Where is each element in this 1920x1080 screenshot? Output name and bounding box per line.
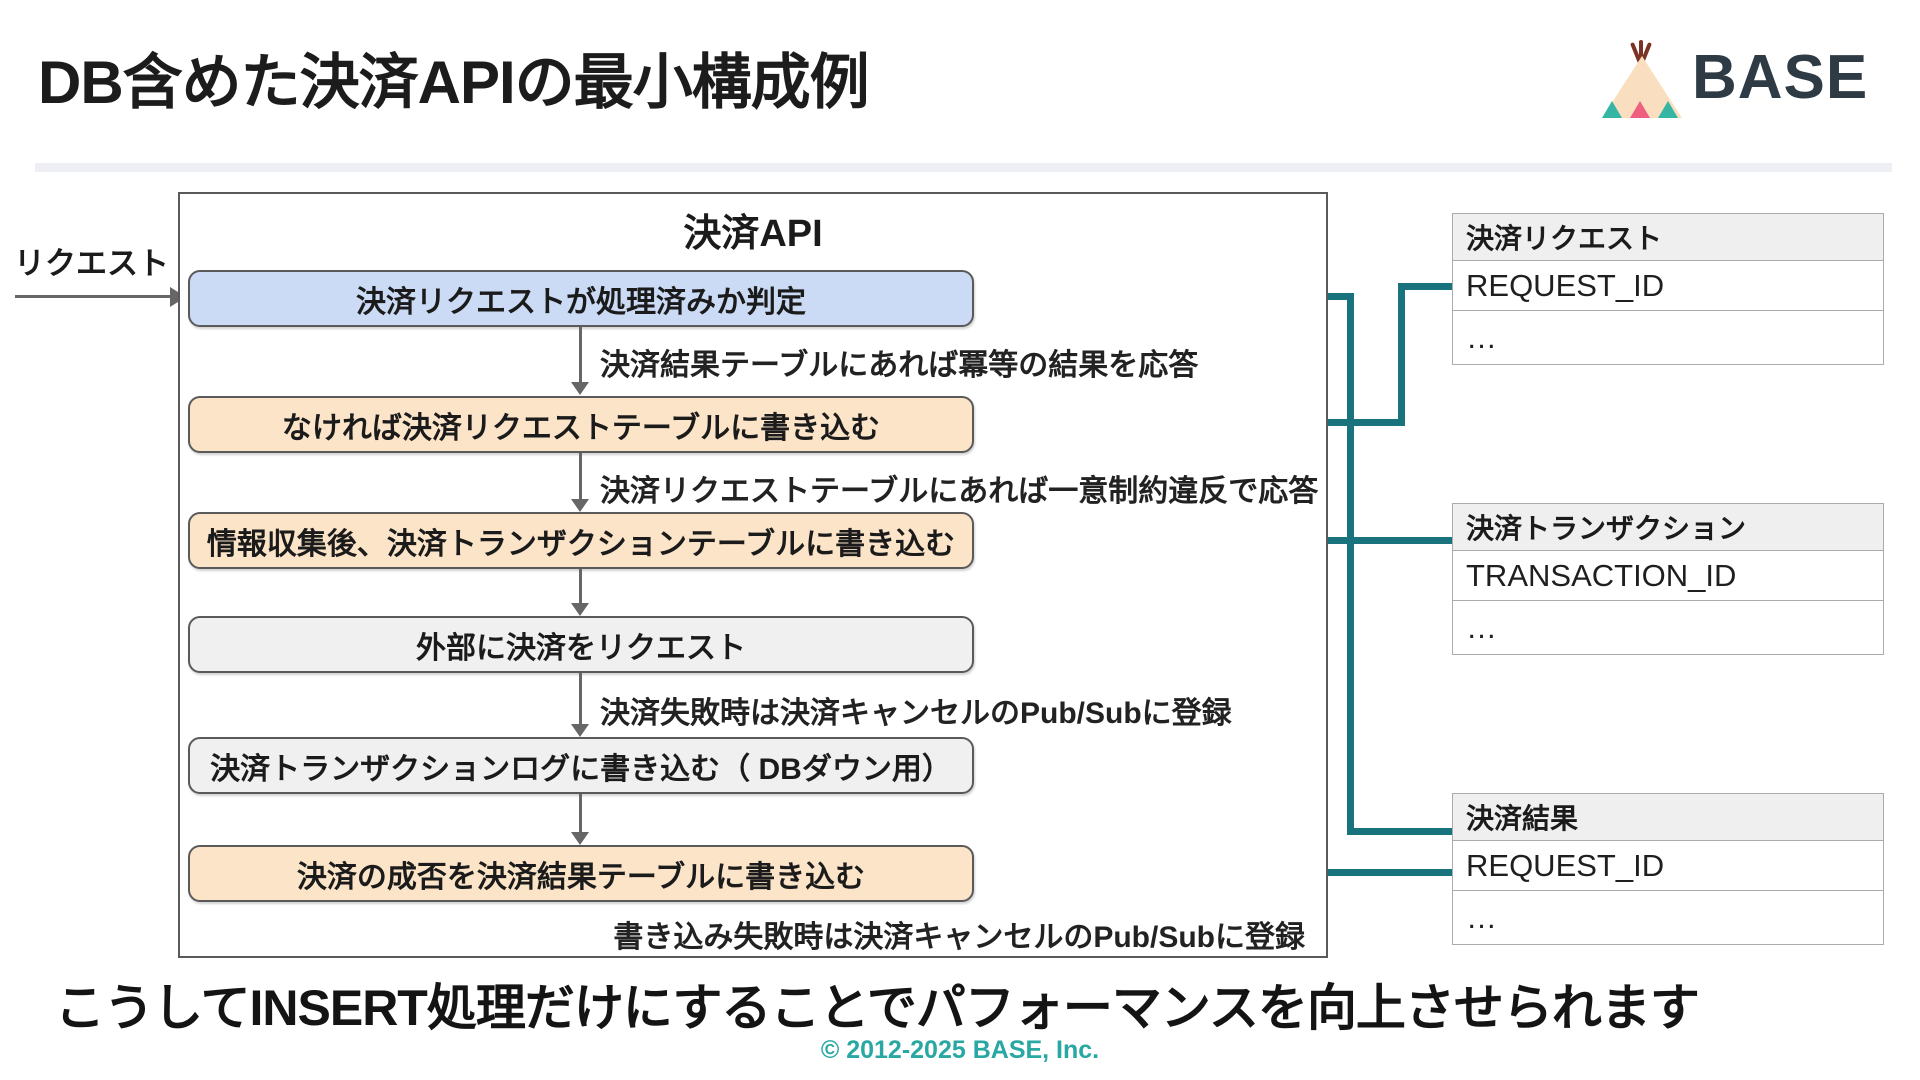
request-arrow	[15, 295, 172, 298]
flow-box-write-transaction-table: 情報収集後、決済トランザクションテーブルに書き込む	[188, 512, 974, 569]
conclusion-text: こうしてINSERT処理だけにすることでパフォーマンスを向上させられます	[55, 980, 1700, 1036]
flow-arrowhead-3-icon	[571, 603, 589, 616]
db-table-header: 決済リクエスト	[1453, 214, 1883, 261]
db-table-payment-request: 決済リクエスト REQUEST_ID …	[1452, 213, 1884, 365]
flow-arrow-5	[579, 794, 582, 833]
base-logo: BASE	[1592, 36, 1920, 120]
connector-write-request-to-request-table-end	[1398, 283, 1452, 290]
page-title: DB含めた決済APIの最小構成例	[38, 49, 870, 116]
db-table-payment-result: 決済結果 REQUEST_ID …	[1452, 793, 1884, 945]
request-label: リクエスト	[14, 246, 169, 281]
flow-box-write-request-table: なければ決済リクエストテーブルに書き込む	[188, 396, 974, 453]
flow-arrow-4	[579, 673, 582, 725]
edge-label-idempotent-response: 決済結果テーブルにあれば冪等の結果を応答	[600, 349, 1199, 382]
flow-arrow-3	[579, 569, 582, 604]
copyright-footer: © 2012-2025 BASE, Inc.	[820, 1036, 1100, 1064]
flow-box-write-transaction-log: 決済トランザクションログに書き込む（ DBダウン用）	[188, 737, 974, 794]
flow-arrowhead-5-icon	[571, 832, 589, 845]
flow-box-check-processed: 決済リクエストが処理済みか判定	[188, 270, 974, 327]
db-table-row: TRANSACTION_ID	[1453, 551, 1883, 601]
edge-label-write-failure-pubsub: 書き込み失敗時は決済キャンセルのPub/Subに登録	[613, 921, 1305, 954]
db-table-payment-transaction: 決済トランザクション TRANSACTION_ID …	[1452, 503, 1884, 655]
db-table-row: …	[1466, 609, 1497, 645]
connector-check-to-result-table-vertical	[1347, 293, 1354, 835]
tent-triangle-icon	[1658, 101, 1678, 118]
db-table-row: REQUEST_ID	[1453, 841, 1883, 891]
db-table-header: 決済結果	[1453, 794, 1883, 841]
edge-label-unique-constraint: 決済リクエストテーブルにあれば一意制約違反で応答	[600, 475, 1319, 508]
edge-label-cancel-pubsub: 決済失敗時は決済キャンセルのPub/Subに登録	[600, 697, 1232, 730]
db-table-row: REQUEST_ID	[1453, 261, 1883, 311]
db-table-row: …	[1466, 319, 1497, 355]
flow-box-external-payment-request: 外部に決済をリクエスト	[188, 616, 974, 673]
base-logo-text: BASE	[1692, 43, 1869, 112]
tent-triangle-icon	[1602, 101, 1622, 118]
flow-arrowhead-2-icon	[571, 499, 589, 512]
flow-arrow-1	[579, 327, 582, 383]
flow-arrowhead-1-icon	[571, 382, 589, 395]
tent-stick-icon	[1639, 40, 1643, 62]
base-logo-tent-icon	[1600, 40, 1684, 118]
title-divider	[35, 163, 1892, 172]
connector-write-request-to-request-table-vertical	[1398, 283, 1405, 426]
payment-api-title: 決済API	[683, 213, 823, 255]
db-table-row: …	[1466, 899, 1497, 935]
flow-box-write-result-table: 決済の成否を決済結果テーブルに書き込む	[188, 845, 974, 902]
db-table-header: 決済トランザクション	[1453, 504, 1883, 551]
flow-arrow-2	[579, 453, 582, 500]
connector-check-to-result-table-end	[1347, 828, 1452, 835]
flow-arrowhead-4-icon	[571, 724, 589, 737]
tent-triangle-icon	[1630, 101, 1650, 118]
